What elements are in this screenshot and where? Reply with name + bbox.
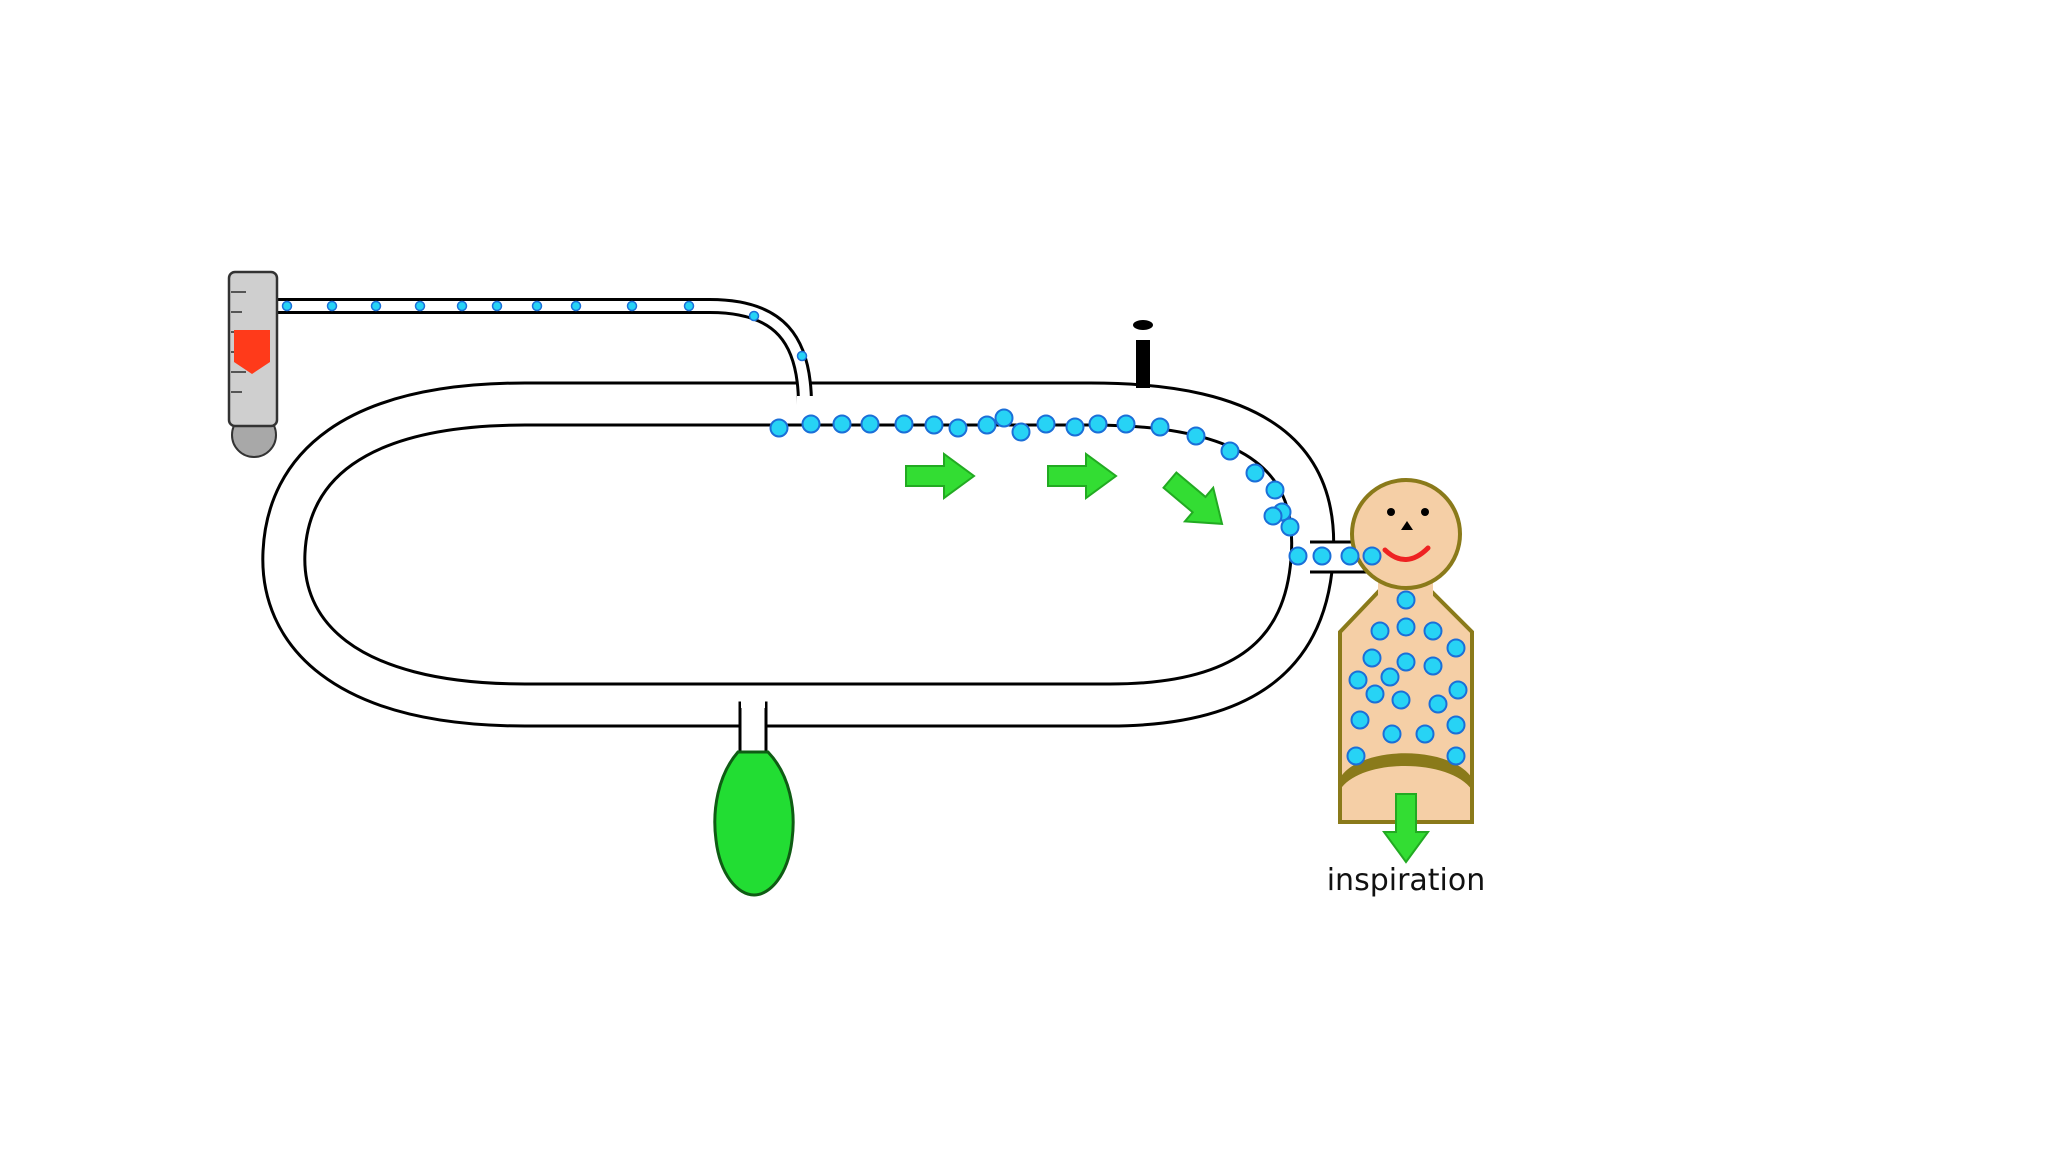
- gas-bubble-icon: [414, 300, 426, 312]
- gas-bubble-icon: [1280, 517, 1300, 537]
- gas-bubble-icon: [1362, 648, 1382, 668]
- flowmeter-icon: [227, 270, 279, 458]
- gas-bubble-icon: [1348, 670, 1368, 690]
- gas-bubble-icon: [1312, 546, 1332, 566]
- gas-bubble-icon: [1365, 684, 1385, 704]
- gas-bubble-icon: [570, 300, 582, 312]
- fresh-gas-line: [275, 298, 813, 408]
- gas-bubble-icon: [1065, 417, 1085, 437]
- gas-bubble-icon: [1263, 506, 1283, 526]
- gas-bubble-icon: [994, 408, 1014, 428]
- gas-bubble-icon: [1346, 746, 1366, 766]
- gas-bubble-icon: [326, 300, 338, 312]
- patient-right-eye: [1421, 508, 1429, 516]
- gas-bubble-icon: [626, 300, 638, 312]
- gas-bubble-icon: [491, 300, 503, 312]
- gas-bubble-icon: [1362, 546, 1382, 566]
- gas-bubble-icon: [1423, 656, 1443, 676]
- gas-bubble-icon: [281, 300, 293, 312]
- patient-nose: [1401, 521, 1413, 530]
- gas-bubble-icon: [1382, 724, 1402, 744]
- patient-left-eye: [1387, 508, 1395, 516]
- gas-bubble-icon: [1245, 463, 1265, 483]
- gas-bubble-icon: [1415, 724, 1435, 744]
- gas-bubbles: [281, 300, 1468, 766]
- gas-bubble-icon: [924, 415, 944, 435]
- gas-bubble-icon: [1396, 617, 1416, 637]
- gas-bubble-icon: [1340, 546, 1360, 566]
- gas-bubble-icon: [1011, 422, 1031, 442]
- flowmeter-float: [234, 330, 270, 374]
- gas-bubble-icon: [1220, 441, 1240, 461]
- patient-mouth: [1382, 545, 1431, 562]
- gas-bubble-icon: [1288, 546, 1308, 566]
- gas-bubble-icon: [1380, 667, 1400, 687]
- gas-bubble-icon: [1396, 590, 1416, 610]
- flow-arrow-icon: [1162, 471, 1224, 525]
- gas-bubble-icon: [370, 300, 382, 312]
- gas-bubble-icon: [1150, 417, 1170, 437]
- valve-marker: [1133, 320, 1153, 388]
- gas-bubble-icon: [1186, 426, 1206, 446]
- gas-bubble-icon: [1088, 414, 1108, 434]
- inspiration-label: inspiration: [1327, 863, 1486, 898]
- gas-bubble-icon: [1036, 414, 1056, 434]
- gas-bubble-icon: [1446, 746, 1466, 766]
- gas-bubble-icon: [748, 310, 760, 322]
- gas-bubble-icon: [894, 414, 914, 434]
- gas-bubble-icon: [1446, 638, 1466, 658]
- flow-arrow-icon: [1047, 452, 1118, 500]
- gas-bubble-icon: [456, 300, 468, 312]
- flow-arrows: [905, 452, 1430, 864]
- gas-bubble-icon: [801, 414, 821, 434]
- gas-bubble-icon: [769, 418, 789, 438]
- gas-bubble-icon: [832, 414, 852, 434]
- valve-label: i: [1160, 319, 1161, 321]
- gas-bubble-icon: [1116, 414, 1136, 434]
- gas-bubble-icon: [683, 300, 695, 312]
- gas-bubble-icon: [1396, 652, 1416, 672]
- gas-bubble-icon: [860, 414, 880, 434]
- gas-bubble-icon: [1350, 710, 1370, 730]
- gas-bubble-icon: [977, 415, 997, 435]
- gas-bubble-icon: [531, 300, 543, 312]
- breathing-circuit-loop: [261, 381, 1336, 728]
- reservoir-bag-icon: [713, 700, 795, 897]
- gas-bubble-icon: [1448, 680, 1468, 700]
- patient-icon: [1338, 478, 1474, 824]
- patient-diaphragm: [1340, 753, 1472, 790]
- gas-bubble-icon: [796, 350, 808, 362]
- flow-arrow-icon: [1382, 793, 1430, 864]
- flow-arrow-icon: [905, 452, 976, 500]
- gas-bubble-icon: [1391, 690, 1411, 710]
- gas-bubble-icon: [1370, 621, 1390, 641]
- gas-bubble-icon: [1423, 621, 1443, 641]
- gas-bubble-icon: [1446, 715, 1466, 735]
- gas-bubble-icon: [1428, 694, 1448, 714]
- gas-bubble-icon: [948, 418, 968, 438]
- gas-bubble-icon: [1265, 480, 1285, 500]
